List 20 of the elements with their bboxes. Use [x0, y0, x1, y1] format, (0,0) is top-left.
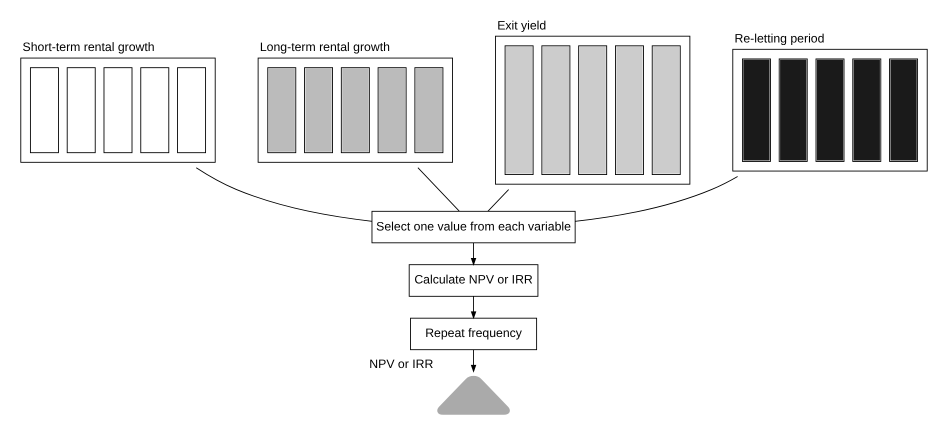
node-label: Long-term rental growth — [260, 40, 390, 54]
connector — [487, 188, 510, 212]
node-label: Exit yield — [497, 18, 546, 32]
node-box — [495, 35, 690, 184]
connector — [196, 166, 372, 222]
arrow — [470, 348, 476, 372]
node-label: NPV or IRR — [369, 356, 434, 371]
node-label: Short-term rental growth — [22, 40, 155, 54]
node-box: Select one value from each variable — [372, 210, 576, 243]
arrow — [470, 242, 476, 266]
node-curve — [437, 375, 510, 414]
node-box — [20, 57, 216, 162]
node-box — [258, 57, 453, 162]
node-label: Re-letting period — [734, 30, 824, 45]
connector — [417, 166, 460, 212]
node-box — [732, 48, 928, 171]
node-box: Calculate NPV or IRR — [408, 264, 538, 296]
connector — [574, 176, 738, 222]
node-box: Repeat frequency — [410, 317, 538, 350]
arrow — [470, 295, 476, 319]
